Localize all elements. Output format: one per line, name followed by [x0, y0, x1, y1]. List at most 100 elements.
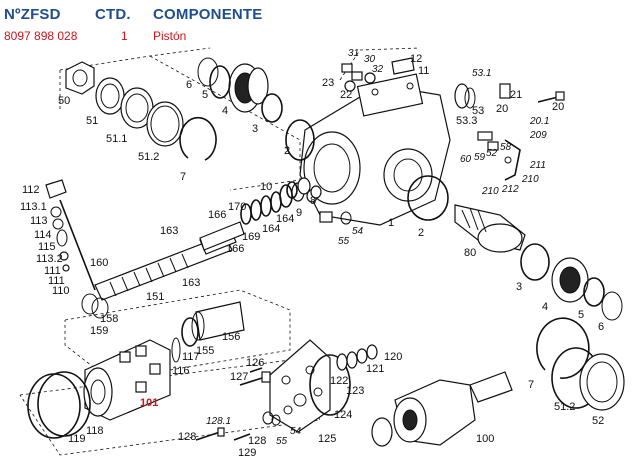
- callout-53: 53: [472, 105, 484, 117]
- callout-31: 31: [348, 48, 359, 59]
- callout-166a: 166: [208, 209, 226, 221]
- callout-2b: 2: [418, 227, 424, 239]
- row-part-number: 8097 898 028: [4, 29, 78, 43]
- callout-3-right: 3: [516, 281, 522, 293]
- complete-unit-100: [371, 371, 513, 447]
- valve-parts-30-32: [341, 63, 376, 92]
- washers-54-55-bottom: [262, 411, 281, 426]
- callout-119: 119: [68, 433, 86, 445]
- callout-51: 51: [86, 115, 98, 127]
- ring-5-right: [583, 277, 605, 307]
- callout-158: 158: [100, 313, 118, 325]
- callout-120: 120: [384, 351, 402, 363]
- callout-111a: 111: [44, 265, 61, 277]
- ring-51-2: [146, 101, 184, 147]
- callout-110: 110: [52, 285, 70, 297]
- callout-113: 113: [30, 215, 48, 227]
- callout-164b: 164: [276, 213, 294, 225]
- callout-115: 115: [38, 241, 56, 253]
- seal-53: [454, 83, 476, 109]
- callout-113-1: 113.1: [20, 201, 47, 213]
- callout-125: 125: [318, 433, 336, 445]
- callout-20a: 20: [496, 103, 508, 115]
- bearing-4-right: [551, 257, 589, 303]
- callout-2: 2: [284, 145, 290, 157]
- callout-5: 5: [202, 89, 208, 101]
- callout-112: 112: [22, 184, 40, 196]
- callout-3: 3: [252, 123, 258, 135]
- callout-54b: 54: [290, 426, 302, 437]
- callout-121: 121: [366, 363, 384, 375]
- callout-170: 170: [228, 201, 246, 213]
- callout-8: 8: [310, 195, 316, 207]
- callout-156: 156: [222, 331, 240, 343]
- callout-129: 129: [238, 447, 256, 459]
- small-rings-120-123: [336, 344, 378, 371]
- callout-163b: 163: [182, 277, 200, 289]
- callout-101: 101: [140, 397, 158, 409]
- callout-118: 118: [86, 425, 104, 437]
- frame-piston-group: [64, 289, 291, 381]
- callout-20b: 20: [552, 101, 564, 113]
- callout-211: 211: [529, 160, 546, 171]
- callout-51-1: 51.1: [106, 133, 127, 145]
- sector-shaft-80: [454, 204, 526, 253]
- callout-166b: 166: [226, 243, 244, 255]
- callout-23: 23: [322, 77, 334, 89]
- plug-54-55: [319, 211, 352, 225]
- ring-6-right: [601, 291, 623, 321]
- ring-5: [209, 65, 231, 99]
- screw-127: [239, 371, 271, 386]
- callout-4: 4: [222, 105, 228, 117]
- callout-122: 122: [330, 375, 348, 387]
- upper-bracket-112: [45, 179, 70, 272]
- callout-60: 60: [460, 154, 472, 165]
- callout-30: 30: [364, 54, 376, 65]
- frame-top-right: [149, 55, 301, 191]
- frame-bottom-left: [19, 359, 321, 456]
- callout-4-right: 4: [542, 301, 548, 313]
- callout-80: 80: [464, 247, 476, 259]
- rings-8-10: [286, 177, 322, 199]
- callout-52-right: 52: [592, 415, 604, 427]
- callout-116: 116: [172, 365, 190, 377]
- seal-51: [95, 77, 125, 115]
- row-component: Pistón: [153, 29, 187, 43]
- snap-ring-7-right: [536, 317, 590, 379]
- callout-163a: 163: [160, 225, 178, 237]
- seal-ring-117: [171, 337, 181, 363]
- piston-101: [83, 339, 171, 421]
- valve-sleeve-166: [199, 221, 245, 251]
- callout-212: 212: [501, 184, 519, 195]
- callout-7: 7: [180, 171, 186, 183]
- callout-53-3: 53.3: [456, 115, 477, 127]
- callout-58: 58: [500, 142, 512, 153]
- callout-159: 159: [90, 325, 108, 337]
- housing-1: [299, 73, 451, 226]
- callout-117: 117: [182, 351, 200, 363]
- screw-128: [195, 427, 225, 441]
- seal-52-right: [579, 353, 625, 411]
- callout-124: 124: [334, 409, 352, 421]
- callout-1: 1: [388, 217, 394, 229]
- screw-20-right: [537, 91, 565, 103]
- callout-6-right: 6: [598, 321, 604, 333]
- callout-209: 209: [529, 130, 547, 141]
- callout-113-2: 113.2: [36, 253, 63, 265]
- screw-129: [233, 433, 251, 441]
- callout-50: 50: [58, 95, 70, 107]
- nut-50: [65, 61, 95, 95]
- snap-ring-7: [179, 116, 217, 161]
- o-ring-125: [309, 354, 351, 416]
- row-quantity: 1: [121, 29, 128, 43]
- callout-5-right: 5: [578, 309, 584, 321]
- ring-3-right: [520, 243, 550, 281]
- callout-54: 54: [352, 226, 364, 237]
- callout-114: 114: [34, 229, 52, 241]
- callout-12: 12: [410, 53, 422, 65]
- gasket-2-top: [285, 119, 315, 161]
- cover-124: [269, 339, 331, 433]
- callout-160: 160: [90, 257, 108, 269]
- callout-210a: 210: [521, 174, 539, 185]
